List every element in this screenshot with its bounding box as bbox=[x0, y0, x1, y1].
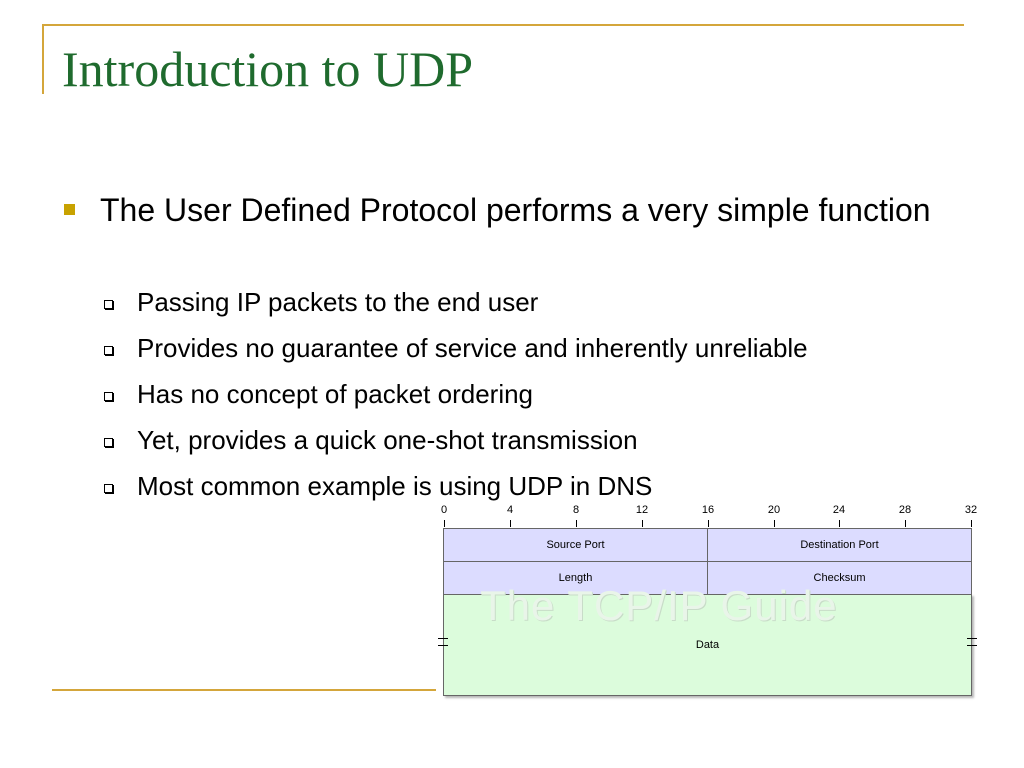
break-mark-right-icon bbox=[967, 638, 977, 646]
frame-left-line bbox=[42, 24, 44, 94]
bit-tick bbox=[444, 520, 445, 527]
sub-bullet-list: Passing IP packets to the end user Provi… bbox=[104, 286, 984, 516]
hollow-square-bullet-icon bbox=[104, 484, 113, 493]
bit-tick bbox=[971, 520, 972, 527]
bit-tick bbox=[905, 520, 906, 527]
bit-label: 24 bbox=[832, 504, 846, 516]
bit-tick bbox=[642, 520, 643, 527]
sub-bullet-item: Provides no guarantee of service and inh… bbox=[104, 332, 984, 378]
sub-bullet-item: Most common example is using UDP in DNS bbox=[104, 470, 984, 516]
bit-label: 20 bbox=[767, 504, 781, 516]
main-bullet-text: The User Defined Protocol performs a ver… bbox=[100, 192, 931, 228]
destination-port-field: Destination Port bbox=[707, 528, 972, 562]
frame-top-line bbox=[42, 24, 964, 26]
bit-tick bbox=[708, 520, 709, 527]
sub-bullet-text: Yet, provides a quick one-shot transmiss… bbox=[137, 425, 638, 455]
hollow-square-bullet-icon bbox=[104, 392, 113, 401]
sub-bullet-text: Has no concept of packet ordering bbox=[137, 379, 534, 409]
sub-bullet-text: Provides no guarantee of service and inh… bbox=[137, 333, 808, 363]
sub-bullet-item: Passing IP packets to the end user bbox=[104, 286, 984, 332]
checksum-field: Checksum bbox=[707, 561, 972, 595]
bit-tick bbox=[576, 520, 577, 527]
sub-bullet-text: Passing IP packets to the end user bbox=[137, 287, 539, 317]
bit-tick bbox=[510, 520, 511, 527]
main-bullet: The User Defined Protocol performs a ver… bbox=[64, 190, 944, 231]
hollow-square-bullet-icon bbox=[104, 346, 113, 355]
bit-label: 32 bbox=[964, 504, 978, 516]
break-mark-left-icon bbox=[438, 638, 448, 646]
sub-bullet-item: Has no concept of packet ordering bbox=[104, 378, 984, 424]
sub-bullet-text: Most common example is using UDP in DNS bbox=[137, 471, 653, 501]
bit-label: 8 bbox=[572, 504, 580, 516]
bit-tick bbox=[774, 520, 775, 527]
watermark: The TCP/IP Guide bbox=[480, 582, 838, 629]
bit-tick bbox=[839, 520, 840, 527]
length-field: Length bbox=[443, 561, 708, 595]
udp-header-diagram: 0 4 8 12 16 20 24 28 32 Source Port Dest… bbox=[432, 500, 992, 705]
hollow-square-bullet-icon bbox=[104, 438, 113, 447]
frame-bottom-line bbox=[52, 689, 436, 691]
hollow-square-bullet-icon bbox=[104, 300, 113, 309]
bit-label: 28 bbox=[898, 504, 912, 516]
source-port-field: Source Port bbox=[443, 528, 708, 562]
slide-title: Introduction to UDP bbox=[62, 41, 474, 97]
bit-label: 16 bbox=[701, 504, 715, 516]
sub-bullet-item: Yet, provides a quick one-shot transmiss… bbox=[104, 424, 984, 470]
square-bullet-icon bbox=[64, 204, 75, 215]
bit-label: 4 bbox=[506, 504, 514, 516]
bit-label: 12 bbox=[635, 504, 649, 516]
bit-label: 0 bbox=[440, 504, 448, 516]
